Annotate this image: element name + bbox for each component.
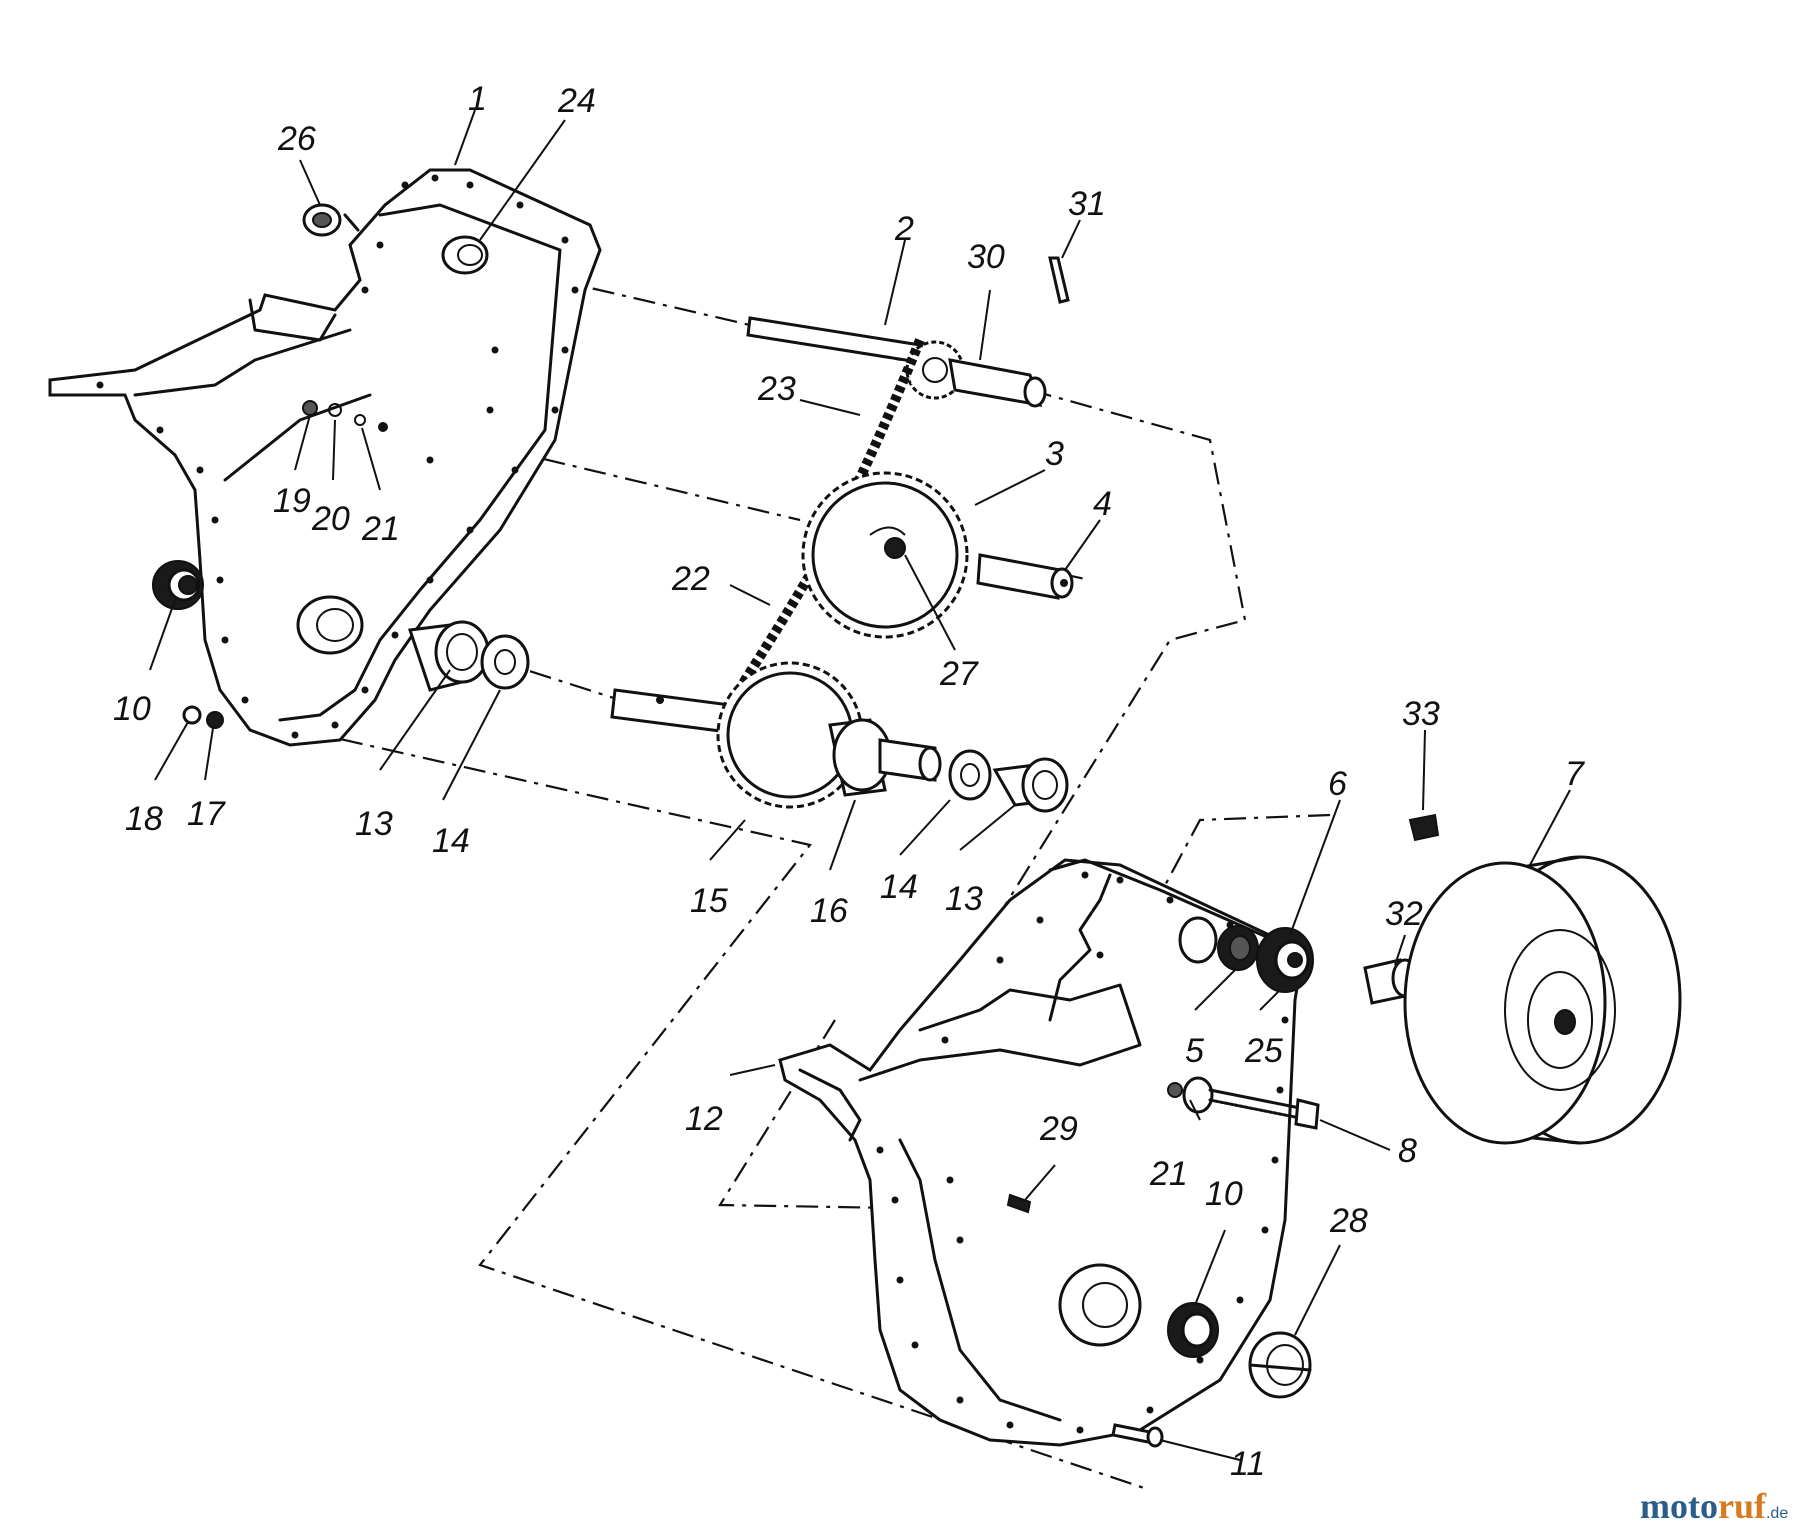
lower-sprocket-15 — [716, 661, 864, 809]
callout-7: 7 — [1565, 755, 1585, 793]
callout-3: 3 — [1045, 435, 1064, 473]
bearing-25 — [1256, 927, 1314, 993]
washer-14-left — [480, 634, 530, 690]
hub-16 — [828, 718, 942, 797]
svg-text:motoruf.de: motoruf.de — [1640, 1486, 1788, 1526]
callout-8: 8 — [1398, 1132, 1417, 1170]
callout-5: 5 — [1185, 1032, 1204, 1070]
callout-20: 20 — [311, 500, 350, 538]
bearing-10-left — [152, 560, 204, 610]
watermark-part2: ruf — [1718, 1486, 1767, 1526]
pin-31 — [1048, 256, 1070, 304]
callout-32: 32 — [1385, 895, 1423, 933]
callout-2: 2 — [894, 210, 914, 248]
callout-23: 23 — [757, 370, 796, 408]
callout-12: 12 — [685, 1100, 723, 1138]
right-housing-half — [778, 858, 1302, 1447]
large-sprocket-3 — [801, 471, 969, 639]
cap-28 — [1248, 1331, 1312, 1399]
callout-24: 24 — [557, 82, 596, 120]
screw-29 — [1006, 1193, 1032, 1214]
callout-29: 29 — [1039, 1110, 1078, 1148]
callout-25: 25 — [1244, 1032, 1283, 1070]
callout-13: 13 — [945, 880, 983, 918]
callout-17: 17 — [187, 795, 226, 833]
screw-11 — [1111, 1423, 1164, 1448]
plug-26 — [302, 203, 360, 237]
lower-shaft — [610, 688, 732, 734]
callout-31: 31 — [1068, 185, 1106, 223]
callout-13: 13 — [355, 805, 393, 843]
callout-22: 22 — [671, 560, 710, 598]
callout-16: 16 — [810, 892, 848, 930]
callout-18: 18 — [125, 800, 163, 838]
callout-30: 30 — [967, 238, 1005, 276]
callout-14: 14 — [432, 822, 470, 860]
nut-washer-17-18 — [182, 705, 224, 729]
upper-shaft-2 — [746, 316, 922, 364]
bushing-13-right — [992, 757, 1069, 813]
callout-10: 10 — [1205, 1175, 1243, 1213]
callout-26: 26 — [277, 120, 316, 158]
callout-14: 14 — [880, 868, 918, 906]
upper-sprocket-30 — [905, 340, 1047, 408]
bushing-13-left — [407, 620, 490, 692]
washer-14-right — [948, 749, 992, 801]
bearing-10-right — [1167, 1302, 1219, 1358]
callout-19: 19 — [273, 482, 311, 520]
leader-lines — [149, 109, 1571, 1461]
callout-1: 1 — [468, 80, 487, 118]
callout-6: 6 — [1328, 765, 1347, 803]
callout-21: 21 — [1149, 1155, 1188, 1193]
shaft-4 — [976, 553, 1074, 600]
callout-4: 4 — [1093, 485, 1112, 523]
callout-10: 10 — [113, 690, 151, 728]
watermark-part1: moto — [1640, 1486, 1718, 1526]
left-housing-half — [48, 168, 602, 747]
callout-15: 15 — [690, 882, 728, 920]
wheel-7 — [1403, 855, 1682, 1145]
bearing-5 — [1217, 925, 1259, 971]
callout-33: 33 — [1402, 695, 1440, 733]
callout-labels: 1 24 26 2 30 31 23 3 4 27 22 19 20 21 10… — [113, 80, 1585, 1483]
screw-33 — [1408, 813, 1440, 842]
watermark-logo: motoruf.de — [1640, 1486, 1788, 1526]
callout-11: 11 — [1230, 1445, 1265, 1483]
watermark-suffix: .de — [1766, 1505, 1788, 1522]
callout-27: 27 — [939, 655, 979, 693]
callout-21: 21 — [361, 510, 400, 548]
callout-28: 28 — [1329, 1202, 1368, 1240]
